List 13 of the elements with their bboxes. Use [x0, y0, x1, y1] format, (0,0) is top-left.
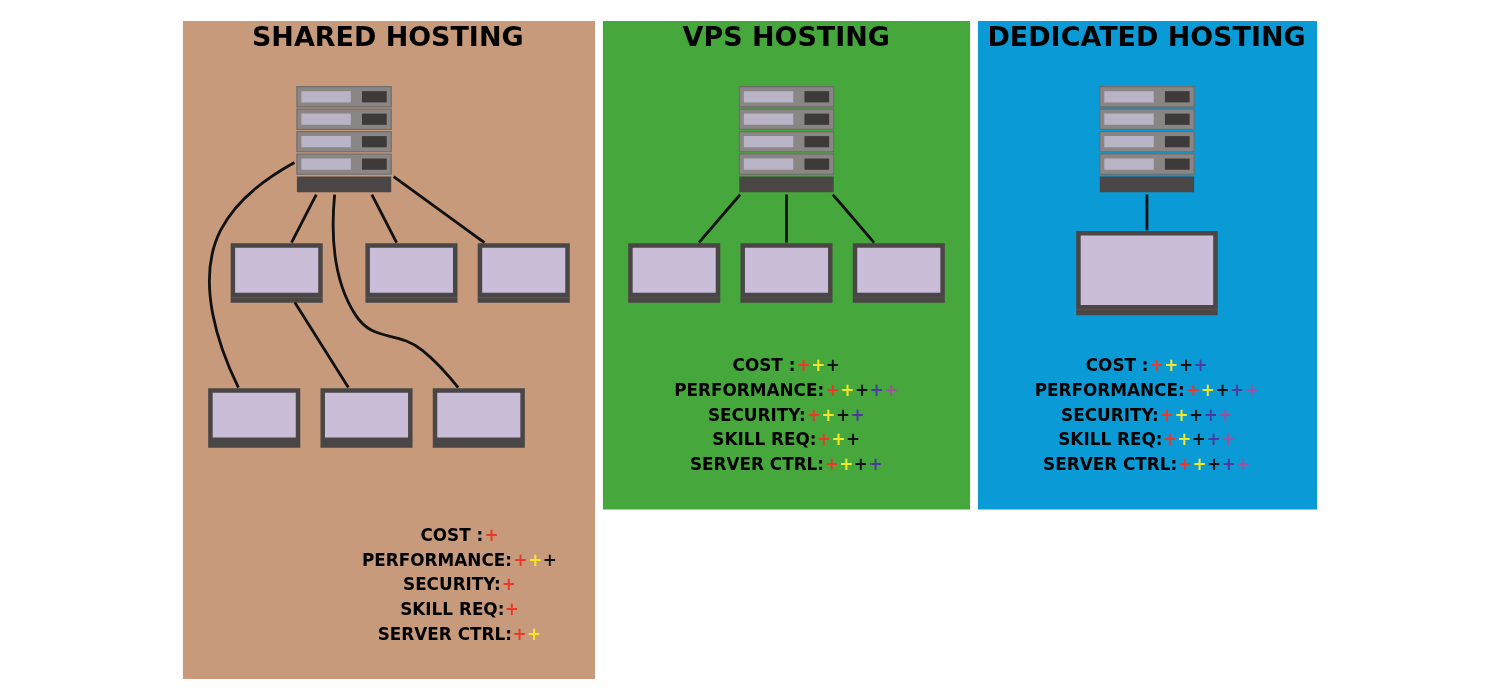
cluster: SHARED HOSTING COST :+ PERFORMANCE:+++ SECURITY:+ SKILL REQ:+ SERVER CTRL:++ — [182, 21, 596, 679]
connector — [293, 301, 350, 389]
connector — [1145, 194, 1149, 231]
connector — [370, 193, 398, 244]
connector — [697, 193, 742, 244]
connector — [208, 161, 296, 389]
connector — [290, 193, 318, 244]
connector — [392, 175, 486, 244]
cluster: VPS HOSTING COST :+++ PERFORMANCE:+++++ SECURITY:++++ SKILL REQ:+++ SERVER CTRL:++++ — [602, 21, 971, 510]
connector — [331, 194, 460, 389]
connector — [785, 194, 788, 243]
connector — [831, 193, 876, 244]
cluster: DEDICATED HOSTING COST :++++ PERFORMANCE:+++++ SECURITY:+++++ SKILL REQ:+++++ SERVER CTRL:+++++ — [977, 21, 1318, 510]
